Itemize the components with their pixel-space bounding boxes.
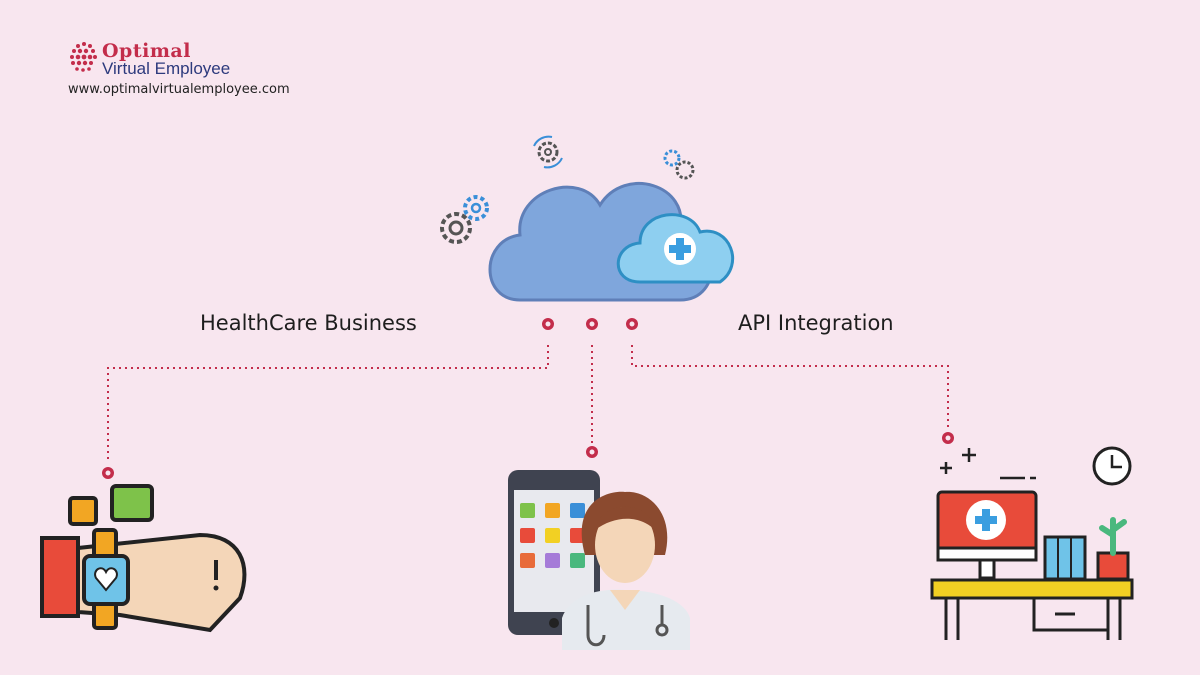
connector-dots (102, 318, 954, 479)
connector-left (108, 345, 548, 462)
connector-lines (108, 345, 948, 462)
smartwatch-heart-icon (42, 486, 244, 630)
medical-cloud-icon (490, 183, 733, 300)
sync-gear-icon (534, 137, 562, 168)
connector-right (632, 345, 948, 430)
medical-desk-computer-icon (932, 448, 1132, 640)
small-gears-icon (665, 151, 693, 178)
gear-icon (442, 197, 487, 242)
mobile-doctor-icon (508, 470, 690, 650)
